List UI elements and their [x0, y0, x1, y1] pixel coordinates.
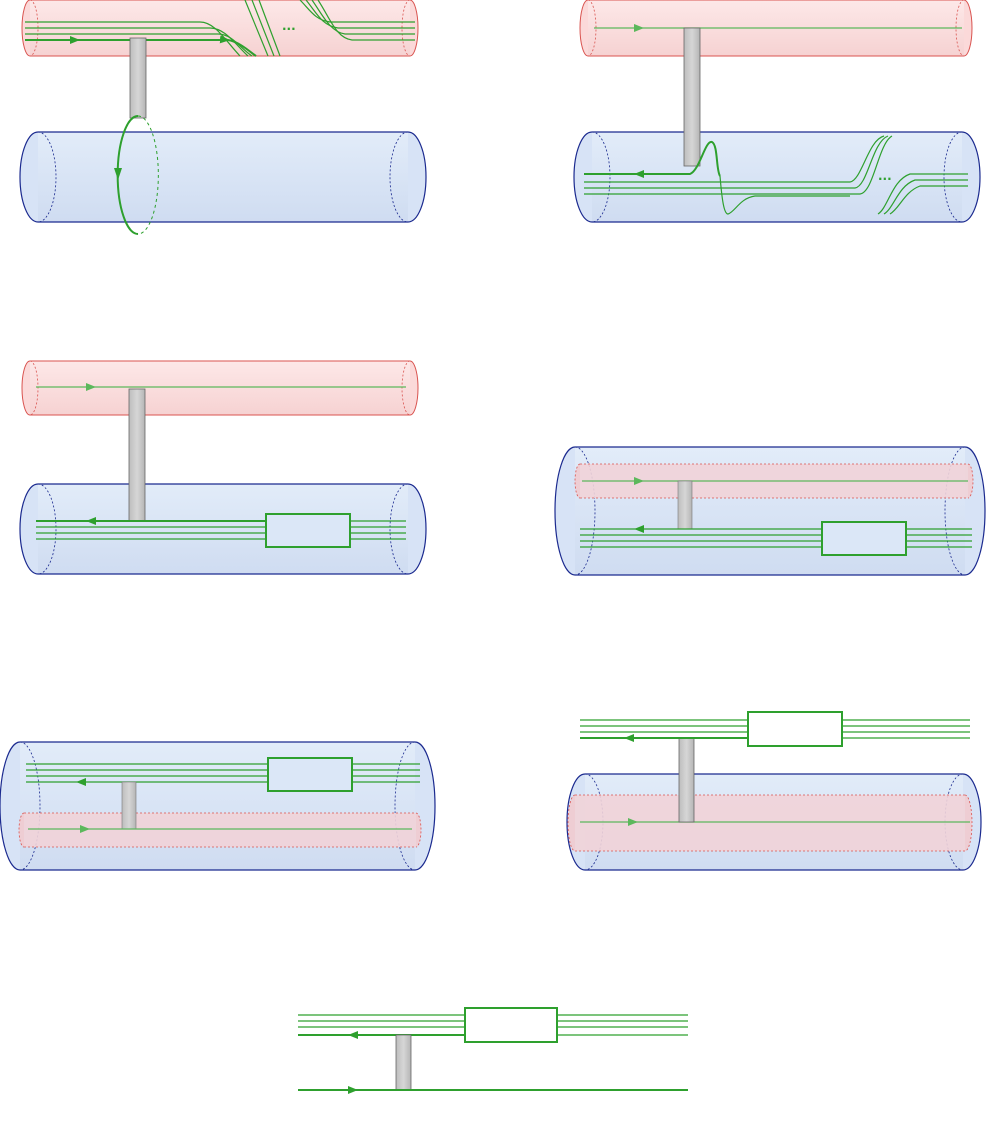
- loop-line: [114, 115, 159, 235]
- operator-box: [267, 757, 353, 792]
- blue-tube: [573, 131, 981, 223]
- arrowhead-icon: [624, 734, 634, 742]
- operator-box: [747, 711, 843, 747]
- arrowhead-icon: [634, 525, 644, 533]
- line-bundle: [580, 528, 972, 548]
- arrowhead-icon: [76, 778, 86, 786]
- operator-box: [464, 1007, 558, 1043]
- connector: [683, 27, 701, 167]
- panel-2: ...: [573, 0, 981, 223]
- ellipsis-label: ...: [878, 169, 892, 183]
- arrowhead-icon: [70, 36, 80, 44]
- line-bundle: [580, 719, 970, 739]
- panel-6: [566, 711, 982, 871]
- red-tube: [21, 360, 419, 416]
- arrowhead-icon: [634, 24, 644, 32]
- connector: [129, 37, 147, 119]
- panel-3: [19, 360, 427, 575]
- arrowhead-icon: [628, 818, 638, 826]
- blue-tube: [19, 131, 427, 223]
- panel-7: [298, 1007, 688, 1094]
- operator-box: [821, 521, 907, 556]
- connector: [395, 1034, 412, 1091]
- red-tube: [18, 812, 422, 848]
- connector: [678, 737, 695, 823]
- line-bundle: [36, 520, 406, 540]
- directed-line: [25, 35, 257, 57]
- pulse-line: [584, 135, 968, 215]
- arrowhead-icon: [348, 1031, 358, 1039]
- line-bundle: [25, 0, 415, 57]
- connector: [128, 388, 146, 522]
- arrowhead-icon: [348, 1086, 358, 1094]
- line-bundle: [298, 1014, 688, 1036]
- blue-tube: [19, 483, 427, 575]
- arrowhead-icon: [114, 168, 122, 180]
- panel-4: [554, 446, 986, 576]
- arrowhead-icon: [86, 383, 96, 391]
- panel-1: ...: [19, 0, 427, 235]
- red-tube: [567, 794, 973, 852]
- blue-tube: [0, 741, 436, 871]
- panel-5: [0, 741, 436, 871]
- arrowhead-icon: [80, 825, 90, 833]
- operator-box: [265, 513, 351, 548]
- ellipsis-label: ...: [282, 19, 296, 33]
- connector: [677, 480, 693, 530]
- arrowhead-icon: [86, 517, 96, 525]
- line-bundle: [26, 763, 420, 783]
- arrowhead-icon: [634, 170, 644, 178]
- arrowhead-icon: [634, 477, 644, 485]
- connector: [121, 781, 137, 830]
